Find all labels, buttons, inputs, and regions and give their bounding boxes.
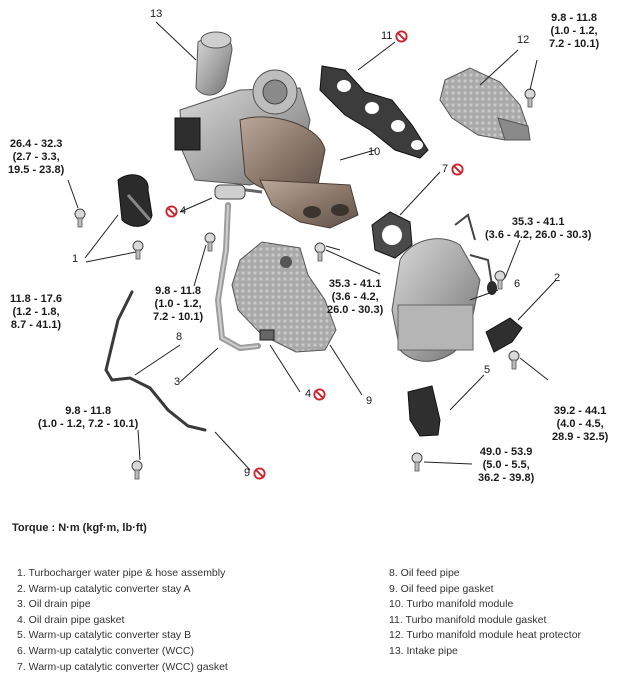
torque-label-wcc: 35.3 - 41.1 (3.6 - 4.2, 26.0 - 30.3) xyxy=(485,216,592,241)
turbo-manifold-module-heat-protector xyxy=(439,67,531,141)
turbo-manifold-module-gasket xyxy=(319,65,429,159)
leader-lines xyxy=(67,21,557,471)
turbocharger xyxy=(174,69,326,195)
turbo-manifold-module xyxy=(229,179,359,229)
callout-8: 8 xyxy=(176,331,183,343)
callout-9: 9 xyxy=(244,467,251,479)
wcc-stay-a xyxy=(485,317,523,353)
callout-10: 10 xyxy=(368,146,381,158)
wcc-gasket xyxy=(371,211,413,259)
callout-3: 3 xyxy=(174,376,181,388)
legend-item: 4. Oil drain pipe gasket xyxy=(17,613,125,626)
turbocharger-water-pipe-hose-assembly xyxy=(117,174,153,227)
legend-item: 8. Oil feed pipe xyxy=(389,567,460,579)
callout-4-top: 4 xyxy=(180,205,187,217)
legend-item: 7. Warm-up catalytic converter (WCC) gas… xyxy=(17,660,228,673)
callout-9-upper: 9 xyxy=(366,395,373,407)
torque-label-oil-drain: 9.8 - 11.8 (1.0 - 1.2, 7.2 - 10.1) xyxy=(153,285,204,323)
oil-drain-pipe-gasket xyxy=(214,184,275,341)
legend-left: 1. Turbocharger water pipe & hose assemb… xyxy=(17,566,228,675)
torque-label-oil-feed-upper: 11.8 - 17.6 (1.2 - 1.8, 8.7 - 41.1) xyxy=(10,293,62,331)
no-reuse-icon xyxy=(165,205,178,218)
legend-item: 12. Turbo manifold module heat protector xyxy=(389,629,582,642)
callout-1: 1 xyxy=(72,253,79,265)
no-reuse-icon xyxy=(451,163,464,176)
oil-feed-pipe xyxy=(104,290,207,432)
legend-item: 9. Oil feed pipe gasket xyxy=(389,582,494,595)
exploded-parts-diagram xyxy=(67,21,557,480)
callout-6: 6 xyxy=(514,278,521,290)
torque-label-oil-feed-lower: 9.8 - 11.8 (1.0 - 1.2, 7.2 - 10.1) xyxy=(38,405,139,430)
oil-feed-side-heat-shield xyxy=(231,241,337,353)
legend-item: 10. Turbo manifold module xyxy=(389,598,514,611)
warm-up-catalytic-converter xyxy=(391,213,497,362)
callout-7: 7 xyxy=(442,163,449,175)
callout-2: 2 xyxy=(554,272,561,284)
intake-pipe xyxy=(195,31,233,96)
legend-item: 6. Warm-up catalytic converter (WCC) xyxy=(17,644,194,657)
no-reuse-icon xyxy=(253,467,266,480)
no-reuse-icon xyxy=(313,388,326,401)
wcc-stay-b xyxy=(407,385,441,437)
legend-right: 8. Oil feed pipe 9. Oil feed pipe gasket 1… xyxy=(389,566,581,660)
no-reuse-icon xyxy=(395,30,408,43)
torque-label-stay-a: 39.2 - 44.1 (4.0 - 4.5, 28.9 - 32.5) xyxy=(552,405,609,443)
legend-item: 1. Turbocharger water pipe & hose assemb… xyxy=(17,567,226,579)
legend-item: 2. Warm-up catalytic converter stay A xyxy=(17,582,191,595)
torque-caption: Torque : N·m (kgf·m, lb·ft) xyxy=(12,522,147,534)
legend-item: 11. Turbo manifold module gasket xyxy=(389,613,547,626)
callout-12: 12 xyxy=(517,34,530,46)
callout-4-bottom: 4 xyxy=(305,388,312,400)
torque-label-manifold: 35.3 - 41.1 (3.6 - 4.2, 26.0 - 30.3) xyxy=(327,278,384,316)
legend-item: 5. Warm-up catalytic converter stay B xyxy=(17,629,192,642)
callout-11: 11 xyxy=(381,30,393,42)
oil-drain-pipe xyxy=(214,202,261,352)
torque-label-heat-protector: 9.8 - 11.8 (1.0 - 1.2, 7.2 - 10.1) xyxy=(549,12,600,50)
torque-label-stay-b: 49.0 - 53.9 (5.0 - 5.5, 36.2 - 39.8) xyxy=(478,446,535,484)
legend-item: 13. Intake pipe xyxy=(389,644,458,657)
callout-5: 5 xyxy=(484,364,491,376)
callout-13: 13 xyxy=(150,8,163,20)
legend-item: 3. Oil drain pipe xyxy=(17,598,91,611)
torque-label-water-pipe: 26.4 - 32.3 (2.7 - 3.3, 19.5 - 23.8) xyxy=(8,138,65,176)
